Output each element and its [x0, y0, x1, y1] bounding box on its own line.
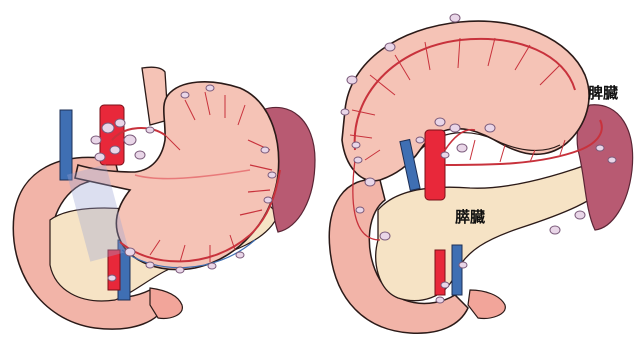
- lymph-node: [457, 144, 467, 152]
- right-aorta: [425, 130, 445, 200]
- right-vena-cava-lower: [452, 245, 462, 295]
- lymph-node: [146, 127, 154, 133]
- lymph-node: [176, 267, 184, 273]
- lymph-node: [208, 263, 216, 269]
- lymph-node: [125, 248, 135, 256]
- label-spleen: 脾臓: [588, 84, 618, 102]
- label-pancreas: 膵臓: [455, 208, 485, 226]
- lymph-node: [108, 275, 116, 281]
- left-jejunum-stub: [150, 288, 182, 318]
- lymph-node: [485, 124, 495, 132]
- left-figure: [13, 67, 315, 329]
- lymph-node: [236, 252, 244, 258]
- lymph-node: [352, 142, 360, 148]
- lymph-node: [354, 157, 362, 163]
- lymph-node: [268, 172, 276, 178]
- lymph-node: [91, 136, 101, 144]
- lymph-node: [124, 135, 136, 145]
- lymph-node: [459, 262, 467, 268]
- lymph-node: [416, 137, 424, 143]
- left-vena-cava: [60, 110, 72, 180]
- lymph-node: [146, 262, 154, 268]
- lymph-node: [115, 119, 125, 127]
- lymph-node: [450, 124, 460, 132]
- lymph-node: [206, 85, 214, 91]
- lymph-node: [102, 123, 114, 133]
- lymph-node: [264, 197, 272, 203]
- lymph-node: [385, 43, 395, 51]
- lymph-node: [347, 76, 357, 84]
- lymph-node: [435, 118, 445, 126]
- lymph-node: [575, 211, 585, 219]
- lymph-node: [95, 153, 105, 161]
- lymph-node: [608, 157, 616, 163]
- lymph-node: [450, 14, 460, 22]
- lymph-node: [436, 297, 444, 303]
- lymph-node: [441, 152, 449, 158]
- lymph-node: [261, 147, 269, 153]
- right-figure: [329, 14, 632, 333]
- lymph-node: [181, 92, 189, 98]
- lymph-node: [550, 226, 560, 234]
- lymph-node: [135, 151, 145, 159]
- right-stomach: [342, 21, 589, 181]
- lymph-node: [596, 145, 604, 151]
- right-spleen: [577, 105, 632, 230]
- right-jejunum-stub: [468, 290, 505, 318]
- lymph-node: [341, 109, 349, 115]
- lymph-node: [110, 146, 120, 154]
- lymph-node: [380, 232, 390, 240]
- lymph-node: [365, 178, 375, 186]
- lymph-node: [441, 282, 449, 288]
- lymph-node: [356, 207, 364, 213]
